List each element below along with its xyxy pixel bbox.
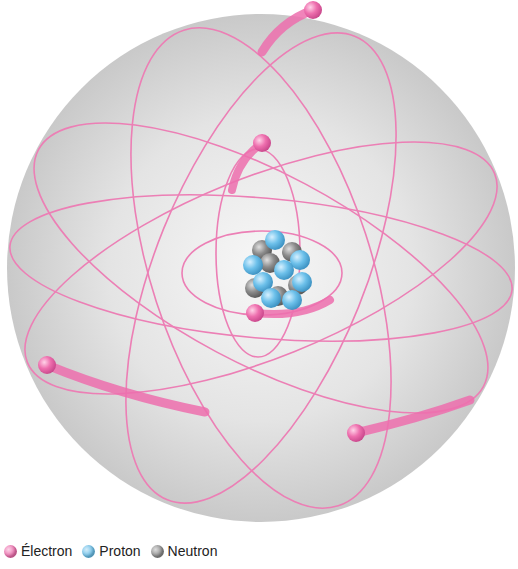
legend-text: Neutron (168, 543, 218, 559)
legend-swatch (4, 545, 17, 558)
legend-swatch (151, 545, 164, 558)
nucleus (243, 230, 312, 310)
atom-sphere (7, 14, 515, 522)
electrons (38, 1, 365, 442)
legend-text: Proton (99, 543, 140, 559)
legend-item: Neutron (151, 543, 218, 559)
legend-text: Électron (21, 543, 72, 559)
legend-item: Électron (4, 543, 72, 559)
orbits (0, 0, 518, 540)
legend-item: Proton (82, 543, 140, 559)
legend-swatch (82, 545, 95, 558)
electron-trails (47, 10, 470, 433)
legend: Électron Proton Neutron (4, 540, 227, 562)
